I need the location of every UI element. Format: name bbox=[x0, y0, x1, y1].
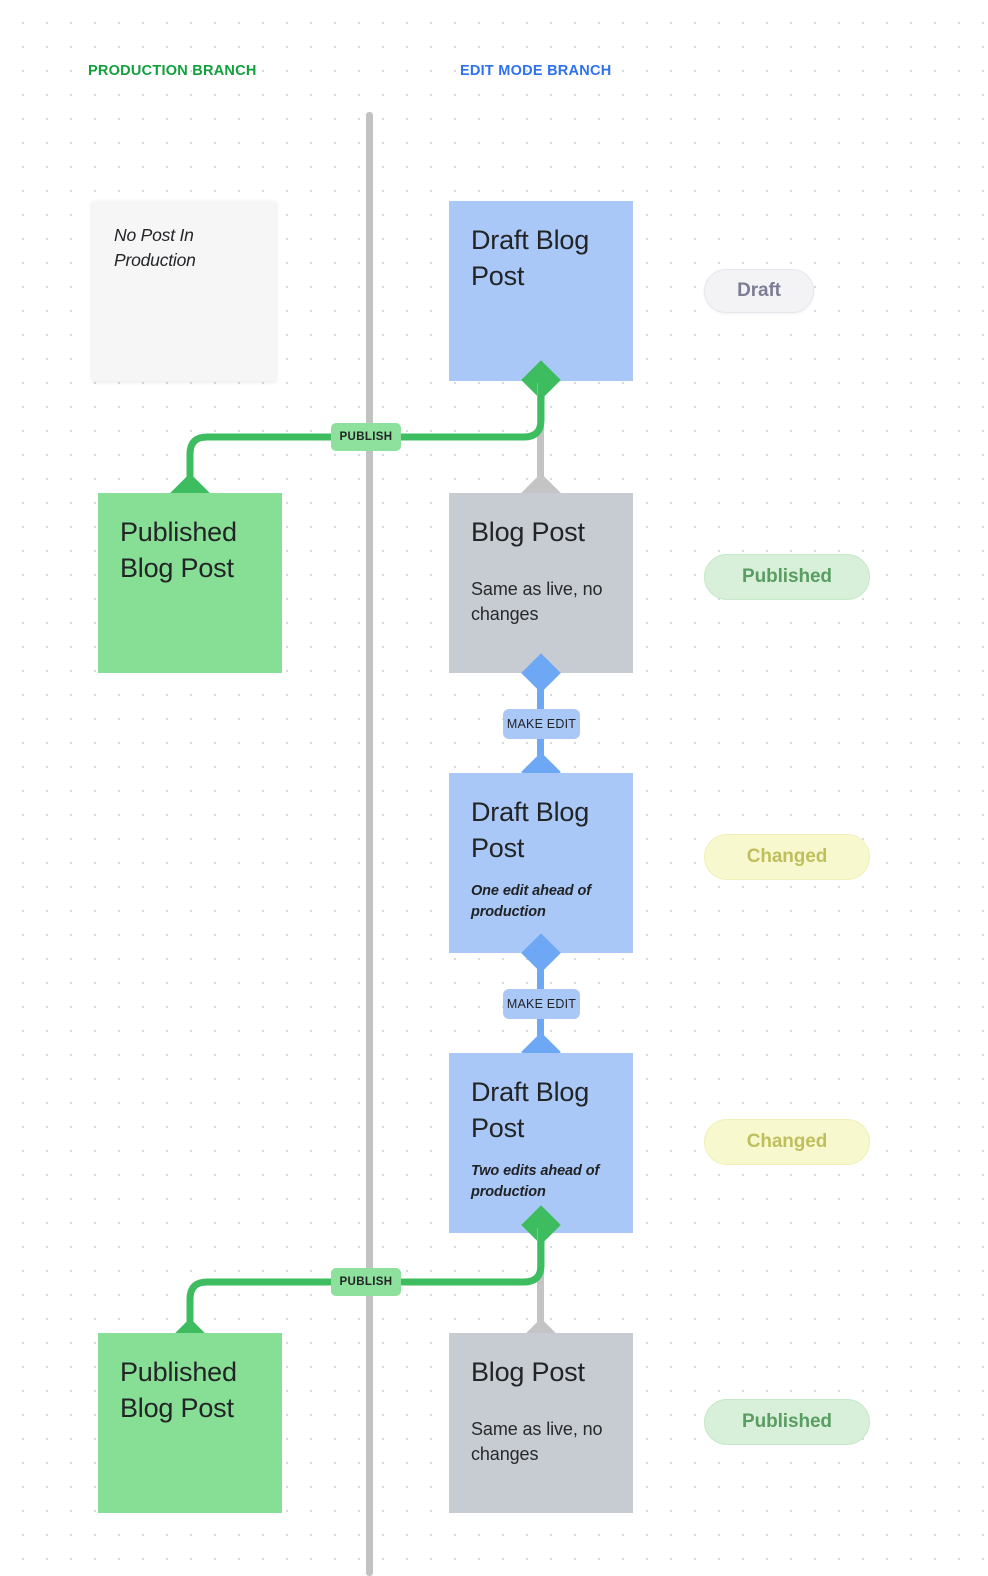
connector-label-make-edit-1[interactable]: MAKE EDIT bbox=[503, 709, 580, 739]
status-badge-changed-2: Changed bbox=[704, 1119, 870, 1165]
node-published-blog-post-2[interactable]: Published Blog Post bbox=[98, 1333, 282, 1513]
edit-mode-branch-header: EDIT MODE BRANCH bbox=[460, 63, 612, 79]
node-subtitle: Same as live, no changes bbox=[471, 578, 603, 625]
node-title: Draft Blog Post bbox=[471, 1077, 590, 1143]
connector-label-make-edit-2[interactable]: MAKE EDIT bbox=[503, 989, 580, 1019]
status-badge-published-2: Published bbox=[704, 1399, 870, 1445]
node-title: Blog Post bbox=[471, 1357, 585, 1387]
production-branch-header: PRODUCTION BRANCH bbox=[88, 63, 257, 79]
node-draft-blog-post-3[interactable]: Draft Blog Post Two edits ahead of produ… bbox=[449, 1053, 633, 1233]
node-draft-blog-post-2[interactable]: Draft Blog Post One edit ahead of produc… bbox=[449, 773, 633, 953]
status-badge-published-1: Published bbox=[704, 554, 870, 600]
node-subtitle: One edit ahead of production bbox=[471, 882, 591, 920]
status-badge-draft: Draft bbox=[704, 269, 814, 313]
node-published-blog-post-1[interactable]: Published Blog Post bbox=[98, 493, 282, 673]
node-subtitle: Two edits ahead of production bbox=[471, 1162, 600, 1200]
node-blog-post-2[interactable]: Blog Post Same as live, no changes bbox=[449, 1333, 633, 1513]
branch-divider bbox=[366, 112, 373, 1576]
node-title: Draft Blog Post bbox=[471, 797, 590, 863]
node-subtitle: Same as live, no changes bbox=[471, 1418, 603, 1465]
node-draft-blog-post-1[interactable]: Draft Blog Post bbox=[449, 201, 633, 381]
connector-label-publish-2[interactable]: PUBLISH bbox=[331, 1268, 401, 1296]
node-no-post-in-production[interactable]: No Post In Production bbox=[92, 201, 276, 381]
connector-label-publish-1[interactable]: PUBLISH bbox=[331, 423, 401, 451]
node-title: No Post In Production bbox=[114, 225, 196, 271]
node-title: Published Blog Post bbox=[120, 1357, 237, 1423]
node-title: Blog Post bbox=[471, 517, 585, 547]
status-badge-changed-1: Changed bbox=[704, 834, 870, 880]
node-title: Published Blog Post bbox=[120, 517, 237, 583]
connector-line-grey bbox=[537, 1228, 544, 1338]
connector-line-grey bbox=[537, 383, 544, 493]
node-title: Draft Blog Post bbox=[471, 225, 590, 291]
node-blog-post-1[interactable]: Blog Post Same as live, no changes bbox=[449, 493, 633, 673]
